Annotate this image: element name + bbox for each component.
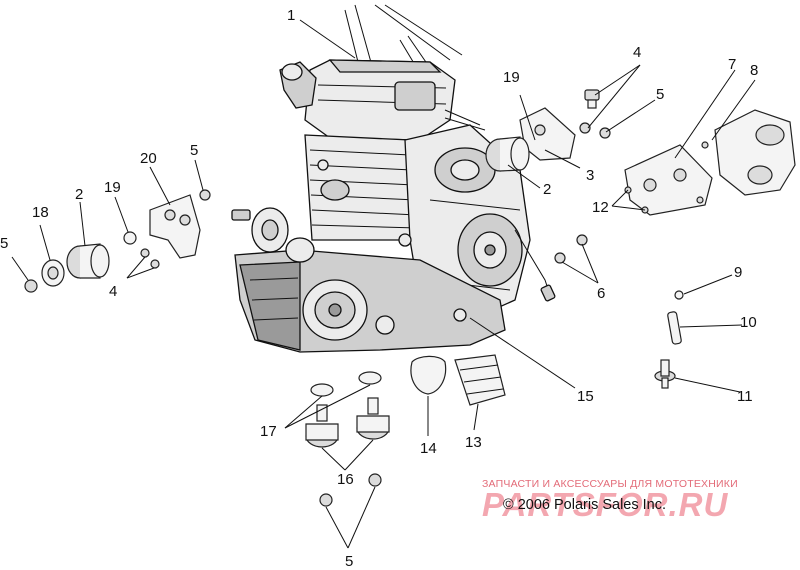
pin [667, 311, 682, 345]
washer-17b [358, 371, 382, 385]
callout-3: 3 [586, 167, 594, 184]
callout-12: 12 [592, 199, 609, 216]
callout-17: 17 [260, 423, 277, 440]
callout-15: 15 [577, 388, 594, 405]
callout-16: 16 [337, 471, 354, 488]
washer-19-left [123, 231, 137, 245]
stud-left-4a [140, 248, 150, 258]
callout-20: 20 [140, 150, 157, 167]
clutch-housing [701, 109, 796, 196]
nut-top-right [579, 122, 611, 139]
engine-assembly [231, 4, 556, 353]
callout-5-right-top: 5 [656, 86, 664, 103]
stud-bolt [654, 359, 676, 389]
callout-18: 18 [32, 204, 49, 221]
callout-13: 13 [465, 434, 482, 451]
watermark-tagline: ЗАПЧАСТИ И АКСЕССУАРЫ ДЛЯ МОТОТЕХНИКИ [482, 478, 738, 490]
callout-4-left: 4 [109, 283, 117, 300]
callout-5-left: 5 [0, 235, 8, 252]
nut-right-6b [554, 252, 566, 264]
callout-2-left: 2 [75, 186, 83, 203]
engine-mount-left [305, 404, 339, 448]
callout-7: 7 [728, 56, 736, 73]
watermark: ЗАПЧАСТИ И АКСЕССУАРЫ ДЛЯ МОТОТЕХНИКИ PA… [482, 478, 782, 526]
mount-bracket-left [149, 194, 201, 259]
washer-18 [41, 259, 65, 287]
adapter-plate [624, 144, 713, 216]
callout-19-left: 19 [104, 179, 121, 196]
hose-clamp [410, 355, 447, 395]
engine-mount-right [356, 397, 390, 440]
callout-11: 11 [737, 388, 753, 405]
nut-right-6a [576, 234, 588, 246]
washer-17a [310, 383, 334, 397]
callout-8: 8 [750, 62, 758, 79]
callout-2-right: 2 [543, 181, 551, 198]
nut-left-top-5 [199, 189, 211, 201]
nut-bottom-a [319, 493, 333, 507]
stud-top [584, 89, 600, 109]
engine-mount-bushing-left [66, 243, 110, 279]
stud-left-4b [150, 259, 160, 269]
nut-left-5 [24, 279, 38, 293]
cap [674, 290, 684, 300]
callout-19-right: 19 [503, 69, 520, 86]
callout-10: 10 [740, 314, 757, 331]
engine-mount-bushing-right [485, 136, 530, 172]
copyright-notice: © 2006 Polaris Sales Inc. [503, 497, 667, 513]
callout-labels: 1 19 4 5 3 2 7 8 12 6 9 10 11 15 13 14 1… [0, 7, 758, 570]
callout-14: 14 [420, 440, 437, 457]
callout-5-left-top: 5 [190, 142, 198, 159]
callout-5-bottom: 5 [345, 553, 353, 570]
watermark-logo: PARTSFOR.RU [482, 486, 729, 523]
intake-boot [454, 354, 506, 406]
callout-9: 9 [734, 264, 742, 281]
nut-bottom-b [368, 473, 382, 487]
callout-1: 1 [287, 7, 295, 24]
callout-4-right: 4 [633, 44, 641, 61]
leader-lines [11, 19, 756, 549]
callout-6: 6 [597, 285, 605, 302]
